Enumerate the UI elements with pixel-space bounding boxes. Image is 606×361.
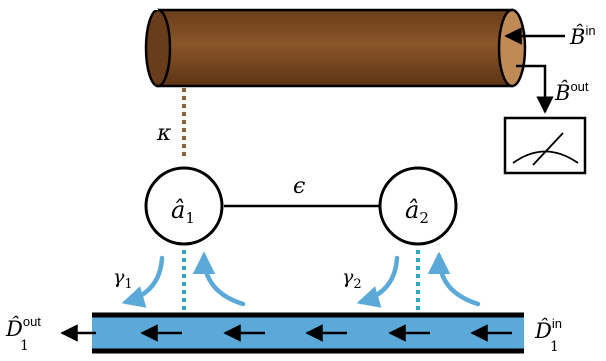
label-kappa: κ xyxy=(156,121,172,146)
gamma2-arrows xyxy=(356,251,481,308)
label-a2: â2 xyxy=(405,196,429,227)
label-gamma2: γ2 xyxy=(342,266,362,292)
mode-a2-circle xyxy=(378,166,458,246)
gamma1-arrows xyxy=(121,251,246,308)
label-b-out: B̂out xyxy=(554,79,589,105)
label-gamma1: γ1 xyxy=(113,266,133,292)
label-d-in-sub: 1 xyxy=(550,339,559,355)
b-out-arrow xyxy=(516,64,554,114)
mode-a1-circle xyxy=(144,166,224,246)
cylinder-waveguide xyxy=(144,8,527,88)
label-d-out-sub: 1 xyxy=(20,338,29,354)
analog-meter-icon xyxy=(503,116,587,175)
label-b-in: B̂in xyxy=(569,23,596,49)
label-d-in: D̂in xyxy=(534,316,562,343)
label-a1: â1 xyxy=(171,196,195,227)
label-d-out: D̂out xyxy=(5,314,41,341)
label-epsilon: ϵ xyxy=(293,174,305,199)
